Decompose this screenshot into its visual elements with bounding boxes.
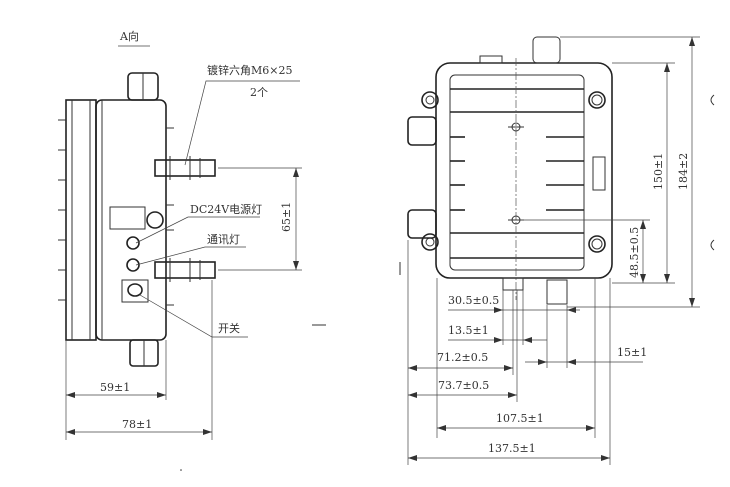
mounting-bolt (154, 258, 216, 282)
power-led (146, 211, 164, 229)
bolt-label: 镀锌六角M6×25 (207, 63, 292, 77)
dim-gland1-pos: 71.2±0.5 (437, 351, 488, 364)
flange (65, 99, 97, 341)
top-vent (479, 55, 503, 64)
led-bracket (109, 206, 146, 230)
dim-depth-body: 59±1 (100, 381, 130, 394)
side-view-a: A向 (58, 29, 326, 471)
side-bracket (407, 116, 437, 146)
cover-panel (449, 74, 585, 271)
dim-bolt-spacing: 65±1 (280, 202, 293, 232)
bottom-cable-gland (546, 279, 568, 305)
enclosure-outline (435, 62, 613, 279)
mounting-boss (421, 91, 439, 109)
comm-led-label: 通讯灯 (207, 233, 240, 246)
dim-gland1-offset: 13.5±1 (448, 324, 489, 337)
comm-led-1 (126, 236, 140, 250)
right-tab (592, 156, 606, 191)
comm-led-2 (126, 258, 140, 272)
dim-width-body: 107.5±1 (496, 412, 544, 425)
front-view: 150±1 184±2 48.5±0.5 30.5±0.5 13.5±1 15±… (399, 36, 715, 465)
mounting-boss (588, 235, 606, 253)
dim-gland1-pos2: 73.7±0.5 (438, 379, 489, 392)
view-title: A向 (119, 29, 139, 43)
dim-hole-height: 48.5±0.5 (628, 227, 641, 278)
dim-gland2-width: 15±1 (617, 346, 647, 359)
dim-width-total: 137.5±1 (488, 442, 536, 455)
dim-height-total: 184±2 (677, 153, 690, 190)
dim-gland1-width: 30.5±0.5 (448, 294, 499, 307)
switch (121, 279, 149, 303)
bolt-qty-label: 2个 (250, 86, 268, 99)
mounting-boss (588, 91, 606, 109)
bottom-vent (502, 277, 524, 291)
switch-label: 开关 (218, 321, 240, 335)
side-bracket (407, 209, 437, 239)
top-cable-gland (532, 36, 561, 64)
dim-height-body: 150±1 (652, 153, 665, 190)
mounting-bolt (154, 156, 216, 180)
dim-depth-total: 78±1 (122, 418, 152, 431)
power-led-label: DC24V电源灯 (190, 202, 262, 216)
